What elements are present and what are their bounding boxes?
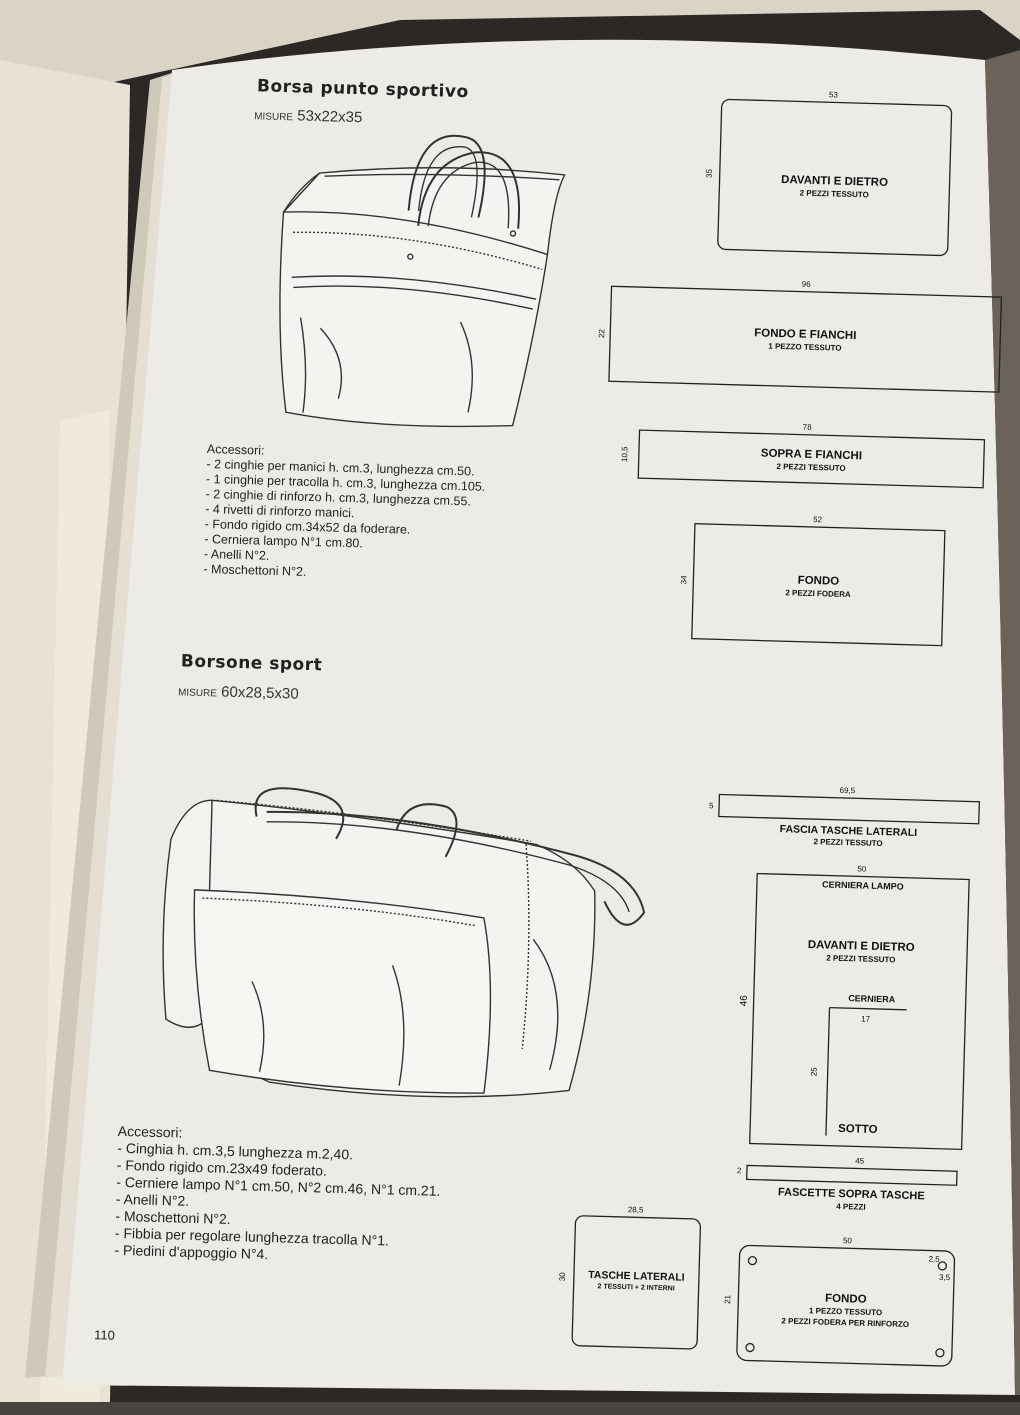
rivet-mark [935, 1348, 945, 1358]
misure-label-2: misure [177, 682, 218, 700]
dim-height: 46 [738, 995, 750, 1007]
accessori-list-2: Accessori: - Cinghia h. cm.3,5 lunghezza… [114, 1123, 442, 1268]
sport-bag-illustration [279, 134, 566, 428]
duffel-bag-illustration [162, 787, 646, 1098]
piece-outline-fondo-1 [691, 523, 946, 647]
dim-width: 78 [802, 422, 812, 432]
dim-width: 69,5 [839, 785, 856, 796]
sotto-label: SOTTO [837, 1122, 878, 1137]
dim-height: 30 [557, 1272, 567, 1282]
dim-width: 50 [842, 1236, 853, 1246]
piece-outline-fondo-2 [736, 1244, 956, 1367]
dim-width: 45 [855, 1156, 865, 1166]
corner-dim: 2,5 [928, 1254, 940, 1264]
page-number: 110 [93, 1327, 116, 1343]
dim-height: 10,5 [619, 446, 630, 463]
piece-outline-fondo-fianchi [608, 285, 1003, 393]
corner-dim: 3,5 [938, 1272, 951, 1283]
dim-height: 34 [679, 575, 689, 585]
rivet-mark [937, 1261, 947, 1271]
rivet-mark [745, 1342, 755, 1353]
piece-outline-fascette [746, 1164, 958, 1186]
dim-height: 35 [704, 168, 714, 179]
dim-width: 17 [861, 1014, 871, 1024]
section-title-2: Borsone sport [180, 651, 323, 676]
cerniera-line [829, 1006, 907, 1011]
dim-height: 2 [736, 1166, 742, 1176]
piece-outline-davanti-dietro-2 [749, 872, 970, 1151]
dim-width: 50 [857, 864, 867, 874]
dim-height: 22 [597, 328, 607, 339]
dim-width: 96 [801, 279, 811, 289]
piece-outline-davanti-dietro-1 [717, 98, 953, 257]
rivet-mark [747, 1255, 758, 1266]
dim-height: 5 [708, 801, 714, 811]
piece-outline-tasche-laterali [571, 1215, 701, 1350]
dim-width: 53 [828, 90, 839, 100]
dim-width: 28,5 [627, 1205, 644, 1215]
dim-width: 52 [813, 514, 823, 525]
piece-outline-fascia-tasche [718, 793, 980, 825]
dim-height: 21 [723, 1294, 733, 1304]
piece-outline-sopra-fianchi [637, 429, 986, 489]
cerniera-vertical-line [825, 1007, 831, 1136]
dim-height: 25 [809, 1067, 819, 1077]
misure-value-2: 60x28,5x30 [220, 683, 299, 703]
